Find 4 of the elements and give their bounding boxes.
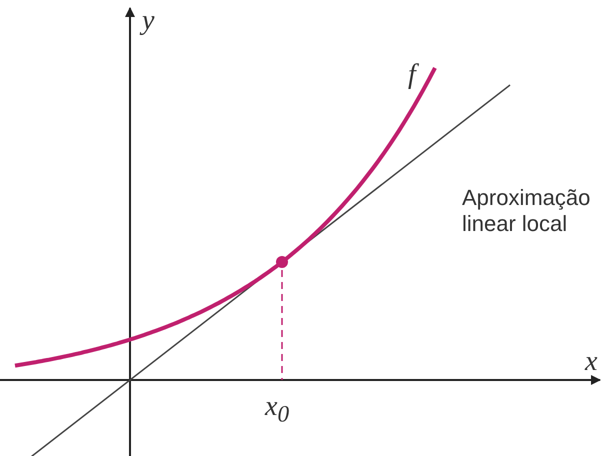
axis-label: y	[142, 4, 154, 38]
point-label: x$_{0}$	[265, 390, 290, 430]
annotation-text: Aproximação linear local	[462, 185, 592, 238]
axis-label: x	[585, 345, 598, 379]
